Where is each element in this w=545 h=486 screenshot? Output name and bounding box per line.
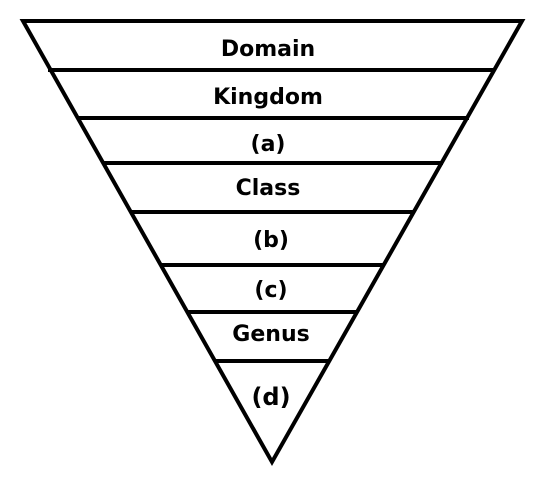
level-a-label: (a) <box>251 132 286 157</box>
level-class-label: Class <box>236 176 301 201</box>
level-b-label: (b) <box>253 228 289 253</box>
pyramid-outline <box>19 19 526 467</box>
level-domain-label: Domain <box>221 37 315 62</box>
level-c-label: (c) <box>254 278 287 303</box>
level-genus-label: Genus <box>232 322 309 347</box>
level-d-label: (d) <box>251 383 290 411</box>
level-kingdom-label: Kingdom <box>213 85 323 110</box>
